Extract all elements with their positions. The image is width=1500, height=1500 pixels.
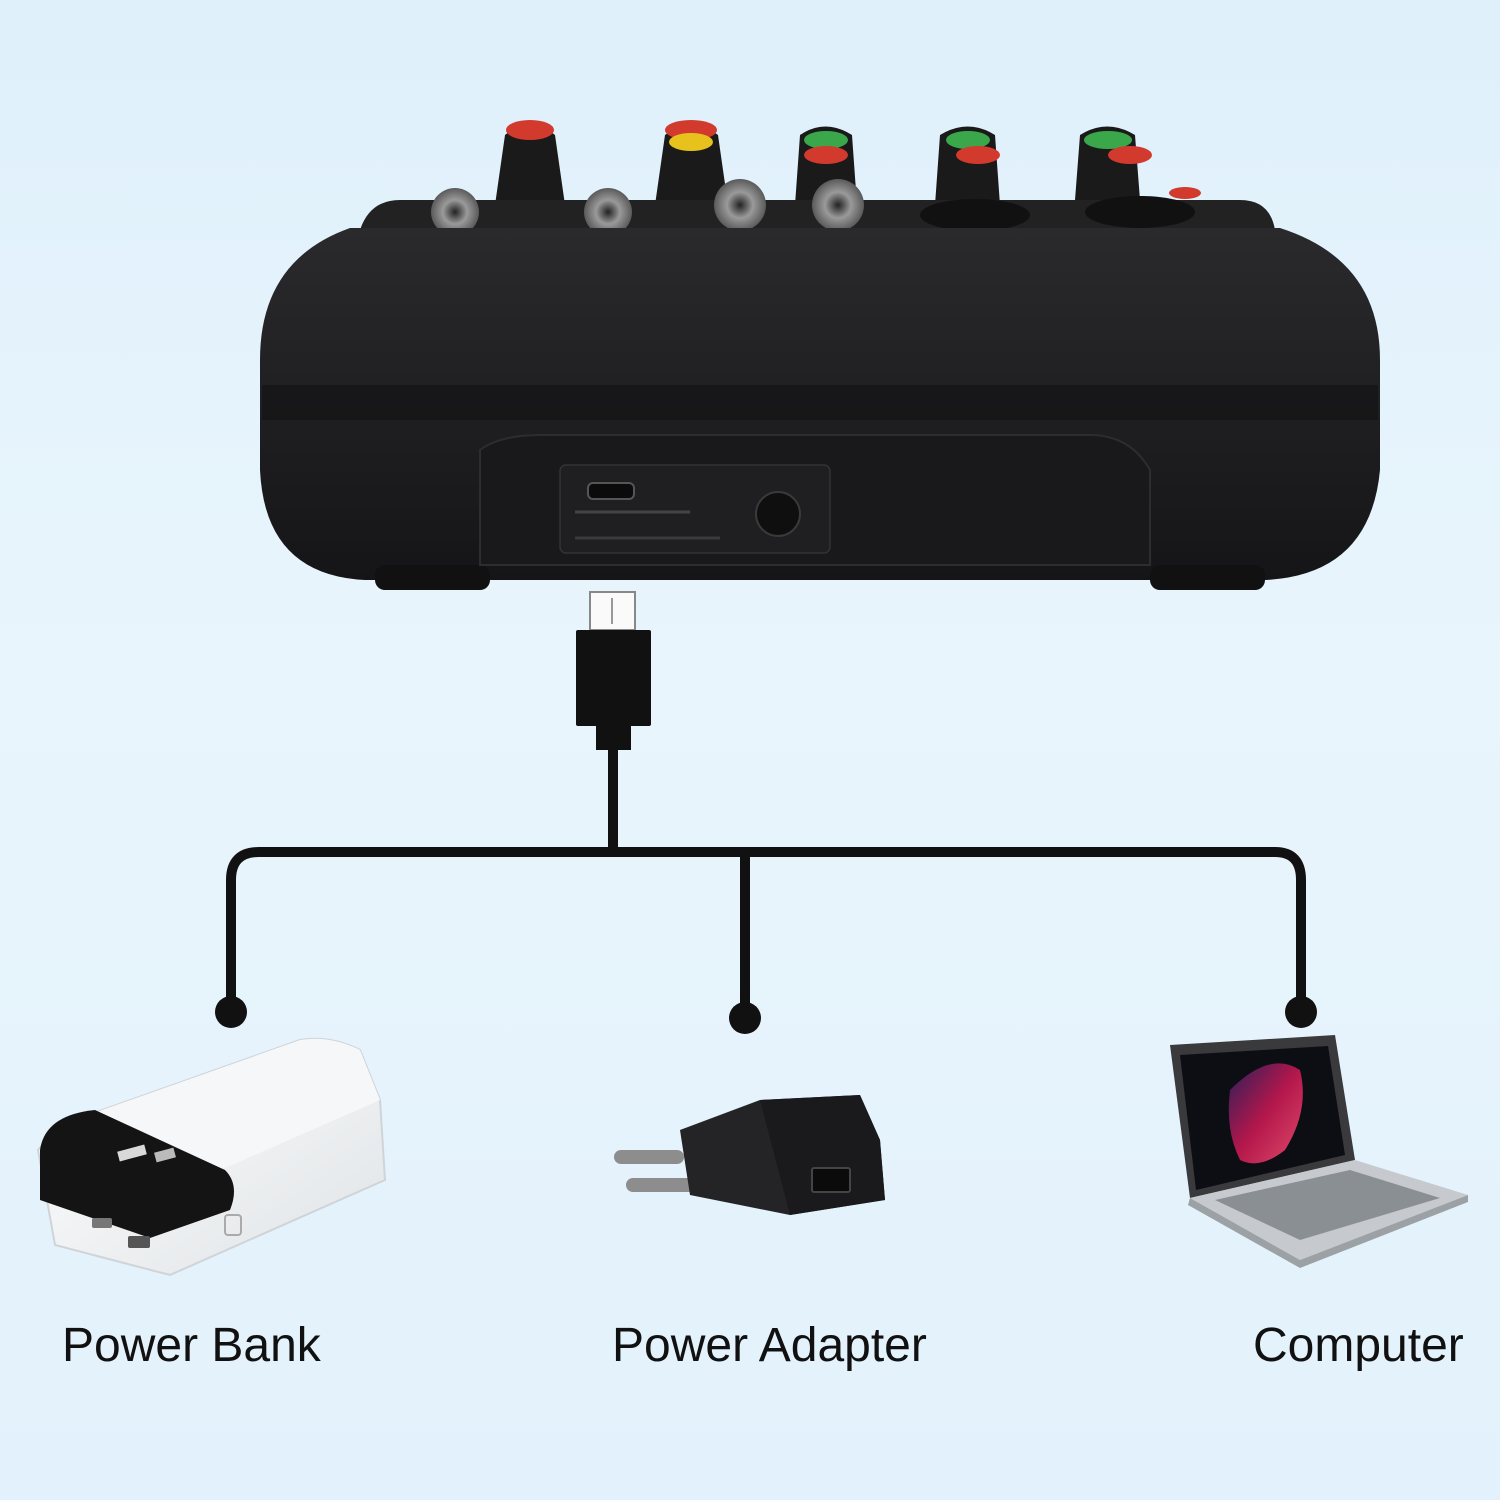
label-power-adapter: Power Adapter — [612, 1319, 927, 1372]
power-adapter-icon — [614, 1095, 885, 1215]
power-bank-icon — [36, 1037, 387, 1277]
label-computer: Computer — [1253, 1319, 1464, 1372]
branch-dot-power-adapter — [729, 1002, 761, 1034]
audio-mixer-icon — [260, 120, 1380, 590]
input-jacks — [431, 179, 1195, 236]
branch-dot-computer — [1285, 996, 1317, 1028]
laptop-icon — [1170, 1035, 1468, 1268]
cable-tree — [226, 745, 1306, 1015]
micro-usb-connector-icon — [576, 591, 651, 750]
branch-dot-power-bank — [215, 996, 247, 1028]
label-power-bank: Power Bank — [62, 1319, 321, 1372]
